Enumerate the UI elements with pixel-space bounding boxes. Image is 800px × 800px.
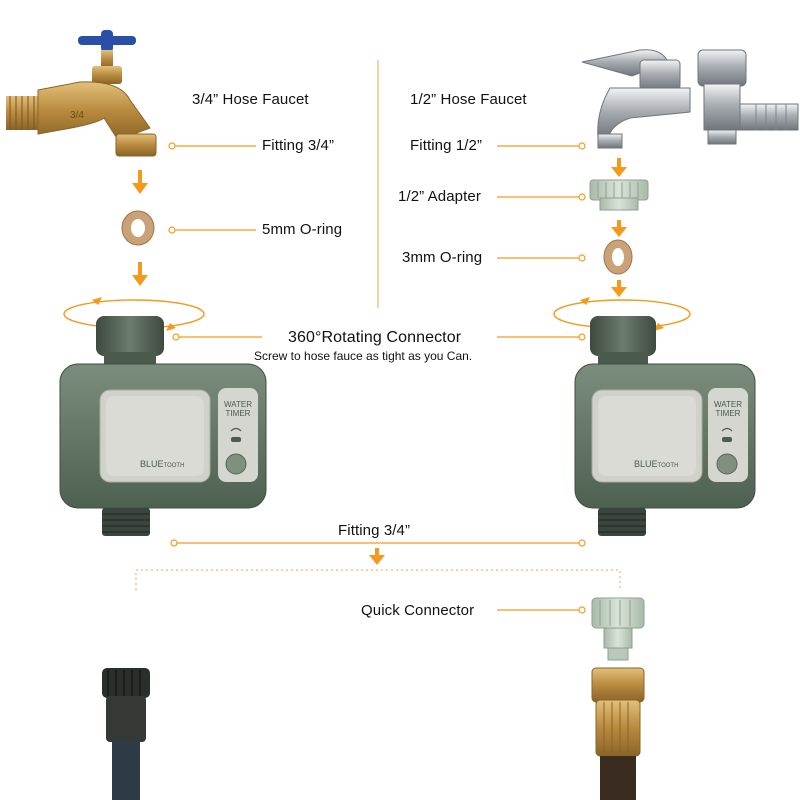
faucet-thread — [6, 96, 40, 130]
label-quick-connector: Quick Connector — [361, 602, 475, 619]
water-timer-right — [574, 316, 756, 536]
status-led-icon — [231, 437, 241, 442]
arrow-down-icon — [611, 167, 627, 177]
wifi-icon — [230, 427, 242, 432]
dotted-bracket — [135, 569, 621, 590]
chrome-faucet-image — [581, 49, 799, 149]
label-rotating-connector: 360°Rotating Connector — [288, 329, 462, 346]
label-faucet-12: 1/2” Hose Faucet — [410, 91, 527, 108]
label-adapter-12: 1/2” Adapter — [398, 188, 481, 205]
label-faucet-34: 3/4” Hose Faucet — [192, 91, 309, 108]
oring-3mm-image — [603, 239, 633, 275]
brass-hose-connector — [591, 667, 645, 800]
timer-button-right — [716, 453, 738, 475]
arrows-right — [611, 158, 627, 297]
hose-left — [112, 740, 140, 800]
oring-5mm-image — [121, 210, 155, 246]
arrow-down-icon — [611, 227, 627, 237]
rotate-arrow-icon — [166, 323, 176, 331]
faucet-size-marking: 3/4 — [70, 110, 84, 121]
hose-right — [600, 756, 636, 800]
arrow-down-icon — [132, 275, 148, 286]
label-oring-3mm: 3mm O-ring — [402, 249, 483, 266]
leader-lines-right — [497, 145, 582, 259]
rotating-connector-right — [590, 316, 656, 356]
arrows-left — [132, 170, 148, 286]
timer-button-left — [225, 453, 247, 475]
label-rotating-note: Screw to hose fauce as tight as you Can. — [254, 349, 473, 363]
rotate-arrow-icon — [92, 297, 102, 305]
water-timer-left — [59, 316, 267, 536]
bluetooth-logo-left: BLUETOOTH — [140, 459, 185, 469]
arrow-down-icon — [369, 555, 385, 565]
label-oring-5mm: 5mm O-ring — [262, 221, 343, 238]
label-fitting-12: Fitting 1/2” — [410, 137, 483, 154]
rotating-connector-left — [96, 316, 164, 356]
label-fitting-34-bottom: Fitting 3/4” — [338, 522, 411, 539]
leader-lines-left — [172, 145, 256, 231]
rotate-arrow-icon — [654, 323, 664, 331]
rotate-arrow-icon — [580, 297, 590, 305]
quick-connector-image — [591, 597, 645, 661]
brass-faucet-image: 3/4 — [6, 30, 157, 157]
adapter-12-image — [589, 179, 649, 211]
bluetooth-logo-right: BLUETOOTH — [634, 459, 679, 469]
arrow-down-icon — [611, 287, 627, 297]
arrow-down-icon — [132, 183, 148, 194]
label-fitting-34-top: Fitting 3/4” — [262, 137, 335, 154]
hose-connector-left — [102, 668, 150, 800]
